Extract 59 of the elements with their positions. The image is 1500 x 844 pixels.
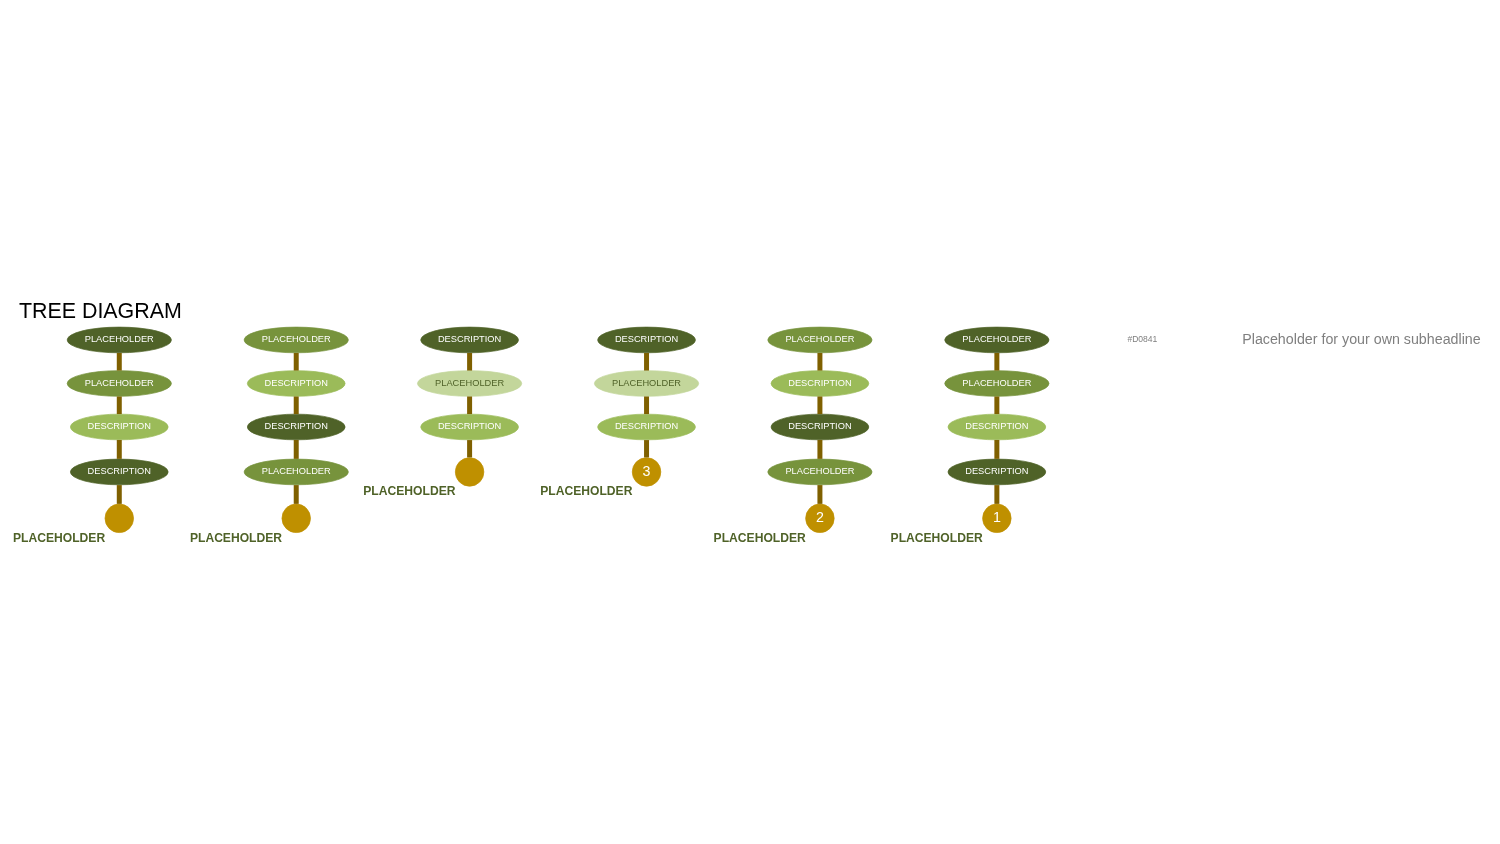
connector [293, 396, 299, 415]
label: Placeholder for your own subheadline [1242, 330, 1481, 347]
connector [644, 396, 650, 415]
node-ellipse: PLACEHOLDER [944, 326, 1050, 354]
connector [116, 485, 122, 504]
node-ellipse: DESCRIPTION [770, 413, 870, 441]
connector [467, 396, 473, 415]
connector [116, 439, 122, 459]
connector [467, 352, 473, 371]
node-label: PLACEHOLDER [189, 530, 283, 545]
node-ellipse: DESCRIPTION [947, 458, 1047, 486]
node-ellipse: DESCRIPTION [420, 326, 519, 354]
node-label: PLACEHOLDER [713, 530, 806, 545]
connector [994, 396, 1000, 415]
node-ellipse: DESCRIPTION [247, 413, 346, 441]
connector [817, 485, 823, 504]
node-ellipse: DESCRIPTION [947, 413, 1047, 441]
connector [817, 396, 823, 415]
connector [994, 352, 1000, 371]
connector [293, 485, 299, 504]
node-ellipse: PLACEHOLDER [767, 458, 873, 486]
node-ellipse: PLACEHOLDER [594, 370, 699, 397]
connector [116, 352, 122, 371]
node-circle [281, 503, 311, 533]
node-ellipse: PLACEHOLDER [243, 326, 349, 354]
connector [994, 485, 1000, 504]
connector [817, 439, 823, 459]
node-ellipse: PLACEHOLDER [66, 326, 172, 354]
node-ellipse: PLACEHOLDER [944, 370, 1050, 397]
node-ellipse: DESCRIPTION [597, 326, 696, 354]
node-ellipse: DESCRIPTION [247, 370, 346, 397]
connector [293, 352, 299, 371]
connector [293, 439, 299, 459]
node-ellipse: DESCRIPTION [420, 413, 519, 441]
node-ellipse: PLACEHOLDER [767, 326, 873, 354]
node-ellipse: PLACEHOLDER [66, 370, 172, 397]
connector [994, 439, 1000, 459]
node-ellipse: DESCRIPTION [770, 370, 870, 397]
node-ellipse: PLACEHOLDER [243, 458, 349, 486]
node-circle [454, 457, 485, 487]
connector [644, 352, 650, 371]
node-ellipse: DESCRIPTION [597, 413, 696, 441]
node-circle: 2 [805, 503, 835, 533]
diagram-title: TREE DIAGRAM [18, 298, 182, 323]
node-circle: 1 [982, 503, 1012, 533]
node-label: PLACEHOLDER [363, 484, 456, 499]
label: #D0841 [1127, 334, 1158, 345]
node-ellipse: DESCRIPTION [70, 458, 169, 486]
node-label: PLACEHOLDER [540, 484, 633, 499]
connector [644, 440, 650, 458]
node-ellipse: PLACEHOLDER [417, 370, 523, 397]
node-circle [104, 503, 134, 533]
connector [467, 440, 473, 458]
node-ellipse: DESCRIPTION [70, 413, 169, 441]
node-circle: 3 [631, 457, 662, 487]
node-label: PLACEHOLDER [890, 530, 983, 545]
connector [116, 396, 122, 415]
node-label: PLACEHOLDER [12, 530, 106, 545]
connector [817, 352, 823, 371]
